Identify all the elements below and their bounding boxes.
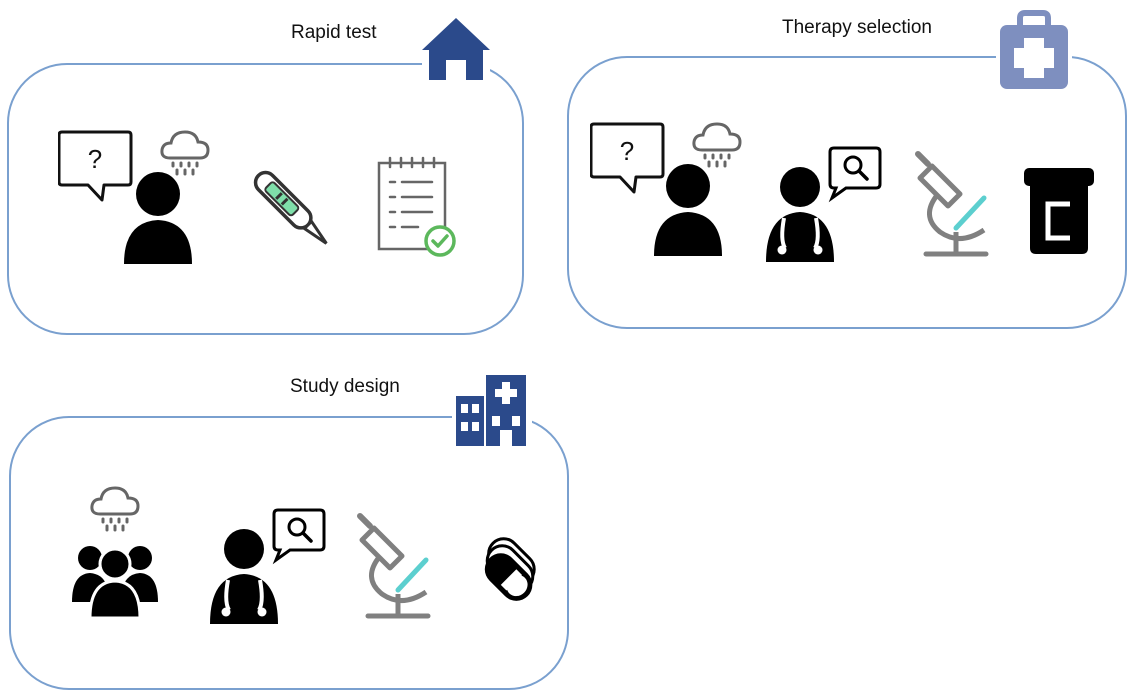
pill-bottle-icon — [1024, 168, 1094, 254]
svg-text:?: ? — [620, 136, 634, 166]
question-bubble-icon: ? — [58, 130, 133, 202]
house-icon — [422, 18, 490, 82]
people-group-icon — [72, 546, 158, 620]
hospital-icon — [452, 375, 532, 448]
study-design-panel — [9, 416, 569, 690]
rapid-test-title: Rapid test — [291, 22, 377, 43]
therapy-selection-panel — [567, 56, 1127, 329]
rain-cloud-icon — [90, 486, 140, 532]
person-icon — [654, 164, 722, 256]
checklist-clipboard-icon — [377, 156, 456, 257]
first-aid-kit-icon — [996, 10, 1072, 89]
therapy-selection-title: Therapy selection — [782, 17, 932, 38]
microscope-icon — [357, 513, 431, 619]
svg-text:?: ? — [88, 144, 102, 174]
rapid-test-panel — [7, 63, 524, 335]
thermometer-test-icon — [253, 170, 328, 245]
person-icon — [124, 172, 192, 264]
rain-cloud-icon — [692, 122, 742, 168]
microscope-icon — [915, 151, 989, 257]
study-design-title: Study design — [290, 376, 400, 397]
doctor-search-icon — [766, 146, 882, 262]
doctor-search-icon — [210, 508, 326, 624]
rain-cloud-icon — [160, 130, 210, 176]
capsules-icon — [484, 537, 536, 601]
question-bubble-icon: ? — [590, 122, 665, 194]
